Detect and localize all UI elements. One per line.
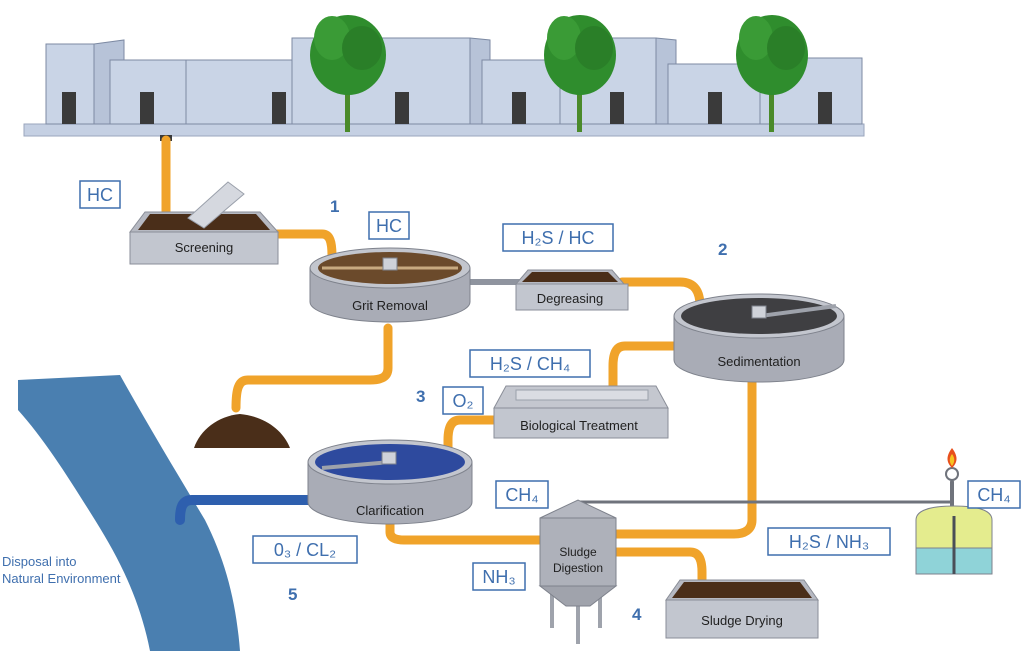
step-number-2: 2	[718, 240, 727, 259]
flame-icon	[945, 448, 959, 481]
svg-text:0₃ / CL₂: 0₃ / CL₂	[274, 540, 336, 560]
step-number-4: 4	[632, 605, 642, 624]
disposal-label-line1: Disposal into	[2, 554, 76, 569]
sedimentation-label: Sedimentation	[717, 354, 800, 369]
gas-holder-tank	[915, 505, 993, 575]
svg-text:H₂S / HC: H₂S / HC	[522, 228, 595, 248]
sludge-drying-unit: Sludge Drying	[665, 579, 819, 639]
degreasing-unit: Degreasing	[514, 269, 629, 311]
svg-text:CH₄: CH₄	[977, 485, 1010, 505]
disposal-label-line2: Natural Environment	[2, 571, 121, 586]
grit-removal-label: Grit Removal	[352, 298, 428, 313]
svg-text:H₂S / CH₄: H₂S / CH₄	[490, 354, 570, 374]
step-number-3: 3	[416, 387, 425, 406]
sludge-drying-label: Sludge Drying	[701, 613, 783, 628]
pipes	[160, 135, 954, 589]
chem-label-grit-hc: HC	[368, 211, 410, 240]
sludge-digestion-label-1: Sludge	[559, 545, 597, 559]
tree-icon	[544, 15, 616, 132]
sedimentation-tank: Sedimentation	[673, 293, 845, 383]
svg-text:CH₄: CH₄	[505, 485, 538, 505]
svg-text:H₂S / NH₃: H₂S / NH₃	[789, 532, 869, 552]
sludge-pile	[194, 414, 290, 448]
svg-text:HC: HC	[376, 216, 402, 236]
svg-text:O₂: O₂	[453, 391, 474, 411]
chem-label-sludge-gases: H₂S / NH₃	[767, 527, 891, 556]
chem-label-clarification-treatment: 0₃ / CL₂	[252, 535, 358, 564]
chem-label-screening-hc: HC	[79, 180, 121, 209]
chem-label-digestion-nh3: NH₃	[472, 562, 526, 591]
clarification-tank: Clarification	[307, 439, 473, 525]
grit-removal-tank: Grit Removal	[309, 247, 471, 323]
screening-unit: Screening	[129, 181, 280, 265]
chem-label-biological-gases: H₂S / CH₄	[469, 349, 591, 378]
tree-icon	[736, 15, 808, 132]
step-number-1: 1	[330, 197, 339, 216]
screening-label: Screening	[175, 240, 234, 255]
clarification-label: Clarification	[356, 503, 424, 518]
step-number-5: 5	[288, 585, 297, 604]
svg-text:HC: HC	[87, 185, 113, 205]
river	[18, 375, 240, 651]
degreasing-label: Degreasing	[537, 291, 604, 306]
biological-treatment-label: Biological Treatment	[520, 418, 638, 433]
biological-treatment-unit: Biological Treatment	[493, 385, 669, 439]
chem-label-flare-ch4: CH₄	[967, 480, 1021, 509]
chem-label-biological-o2: O₂	[442, 386, 484, 415]
tree-icon	[310, 15, 386, 132]
chem-label-digestion-ch4: CH₄	[495, 480, 549, 509]
sludge-digestion-label-2: Digestion	[553, 561, 603, 575]
svg-text:NH₃: NH₃	[482, 567, 515, 587]
chem-label-degreasing-gases: H₂S / HC	[502, 223, 614, 252]
sludge-digestion-silo: Sludge Digestion	[538, 499, 618, 644]
